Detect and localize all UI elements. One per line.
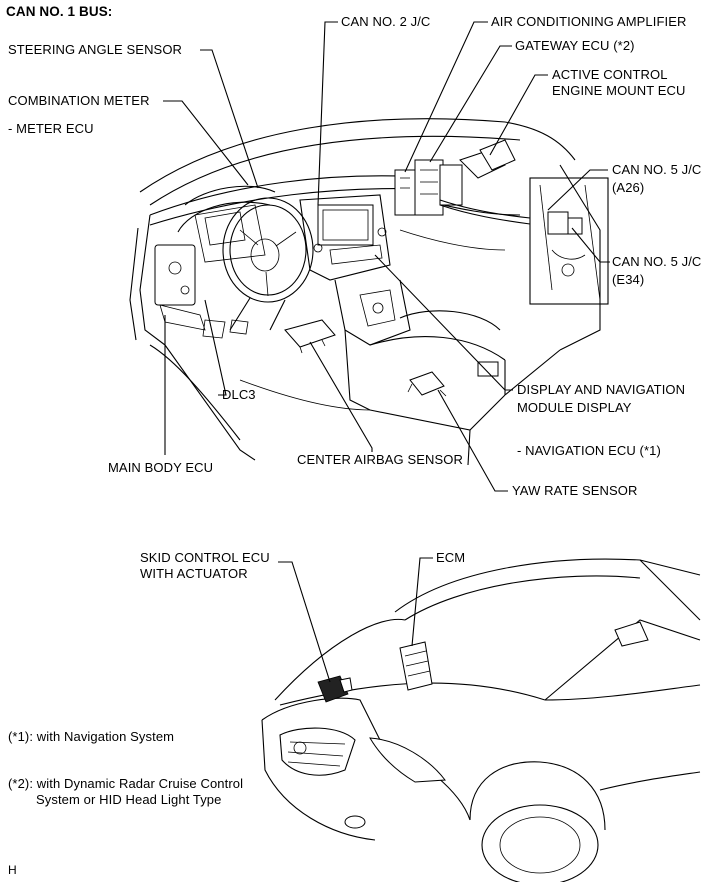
label-display-nav-line2: MODULE DISPLAY <box>517 400 632 415</box>
label-meter-ecu: - METER ECU <box>8 121 94 136</box>
footer-code: H <box>8 863 17 877</box>
label-active-mount-line1: ACTIVE CONTROL <box>552 67 668 82</box>
label-yaw-rate-sensor: YAW RATE SENSOR <box>512 483 638 498</box>
label-display-nav-line1: DISPLAY AND NAVIGATION <box>517 382 686 397</box>
label-active-mount-line2: ENGINE MOUNT ECU <box>552 83 686 98</box>
label-ecm: ECM <box>436 550 466 565</box>
label-can-no5-e34-line2: (E34) <box>612 272 645 287</box>
label-dlc3: DLC3 <box>222 387 256 402</box>
label-skid-control-line1: SKID CONTROL ECU <box>140 550 270 565</box>
note-radar-cruise-line2: System or HID Head Light Type <box>36 792 222 807</box>
label-can-no5-e34-line1: CAN NO. 5 J/C <box>612 254 702 269</box>
label-center-airbag-sensor: CENTER AIRBAG SENSOR <box>297 452 463 467</box>
label-can-no2-jc: CAN NO. 2 J/C <box>341 14 431 29</box>
leader-lines-bottom <box>278 557 433 683</box>
label-skid-control-line2: WITH ACTUATOR <box>140 566 248 581</box>
label-main-body-ecu: MAIN BODY ECU <box>108 460 214 475</box>
label-can-no5-a26-line1: CAN NO. 5 J/C <box>612 162 702 177</box>
exterior-illustration <box>261 558 701 882</box>
note-navigation-system: (*1): with Navigation System <box>8 729 175 744</box>
label-can-no5-a26-line2: (A26) <box>612 180 645 195</box>
label-navigation-ecu: - NAVIGATION ECU (*1) <box>517 443 661 458</box>
label-gateway-ecu: GATEWAY ECU (*2) <box>515 38 635 53</box>
diagram-title: CAN NO. 1 BUS: <box>6 4 113 19</box>
label-ac-amplifier: AIR CONDITIONING AMPLIFIER <box>491 14 687 29</box>
label-combination-meter: COMBINATION METER <box>8 93 150 108</box>
label-steering-angle-sensor: STEERING ANGLE SENSOR <box>8 42 183 57</box>
leader-lines-top <box>163 21 610 492</box>
interior-illustration <box>129 118 609 466</box>
note-radar-cruise-line1: (*2): with Dynamic Radar Cruise Control <box>8 776 244 791</box>
